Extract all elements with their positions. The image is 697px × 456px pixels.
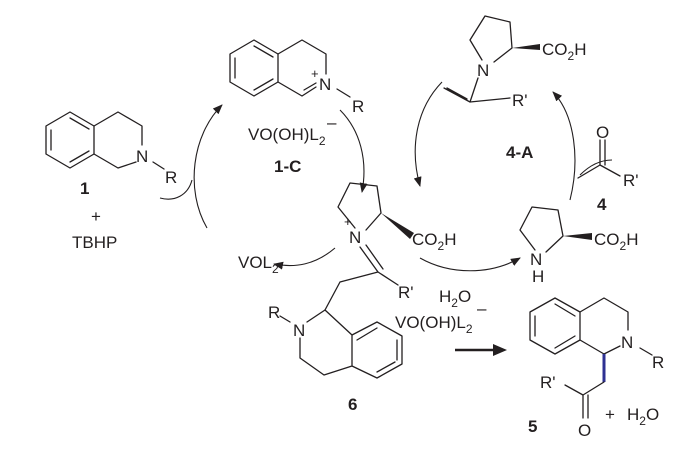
r-prime-group: R' [512, 91, 528, 110]
vanadium-counterion: VO(OH)L2 [248, 125, 326, 148]
hydrogen-atom: H [532, 267, 544, 286]
carboxylic-acid: CO2H [594, 230, 638, 253]
plus-sign: + [605, 405, 615, 424]
enamine-attack-arrow [413, 81, 443, 187]
proline-structure: N H CO2H [519, 206, 638, 286]
water-byproduct: H2O [627, 405, 659, 428]
vanadium-hydroxide-reagent: VO(OH)L2 [395, 313, 473, 336]
vol2-release-arrow [273, 247, 336, 270]
compound-4a-structure: N CO2H R' 4-A [443, 15, 586, 162]
tbhp-entry-arrow [159, 179, 193, 200]
compound-5-label: 5 [528, 417, 537, 436]
compound-1c-label: 1-C [274, 157, 301, 176]
r-group: R [652, 353, 664, 372]
r-prime-group: R' [398, 283, 414, 302]
carboxylic-acid: CO2H [412, 230, 456, 253]
nitrogen-atom: N [136, 147, 148, 166]
ketone-entry-arrow [579, 159, 613, 176]
iminium-intermediate-6-structure: N + CO2H R' N R 6 [268, 182, 456, 414]
r-group: R [268, 303, 280, 322]
negative-charge: – [477, 299, 487, 318]
arrow-head [493, 344, 507, 356]
compound-4-structure: O R' 4 [577, 123, 639, 214]
compound-1-structure: N R 1 [45, 111, 177, 198]
r-group: R [352, 97, 364, 116]
r-prime-group: R' [540, 373, 556, 392]
cycle-arrow-oxidation [193, 104, 223, 229]
nitrogen-atom: N [349, 228, 361, 247]
plus-sign: + [91, 207, 101, 226]
carboxylic-acid: CO2H [542, 40, 586, 63]
nitrogen-atom: N [477, 61, 489, 80]
vol2-label: VOL2 [238, 253, 279, 276]
enamine-formation-arrow [552, 91, 576, 201]
compound-5-structure: N R R' O 5 [528, 297, 664, 440]
nitrogen-atom: N [319, 75, 331, 94]
positive-charge: + [311, 66, 319, 81]
oxygen-atom: O [578, 421, 591, 440]
cycle-arrow-addition [339, 109, 368, 193]
r-prime-group: R' [623, 171, 639, 190]
compound-6-label: 6 [348, 395, 357, 414]
nitrogen-atom: N [293, 321, 305, 340]
proline-release-arrow [419, 257, 521, 272]
tbhp-label: TBHP [72, 233, 117, 252]
nitrogen-atom: N [621, 333, 633, 352]
oxygen-atom: O [596, 123, 609, 142]
compound-4a-label: 4-A [506, 143, 533, 162]
compound-4-label: 4 [597, 195, 607, 214]
compound-1c-structure: N + R VO(OH)L2 – 1-C [229, 39, 364, 176]
r-group: R [165, 168, 177, 187]
negative-charge: – [327, 113, 337, 132]
compound-1-label: 1 [80, 179, 89, 198]
positive-charge: + [344, 214, 352, 229]
nitrogen-atom: N [530, 250, 542, 269]
water-reagent: H2O [439, 287, 471, 310]
